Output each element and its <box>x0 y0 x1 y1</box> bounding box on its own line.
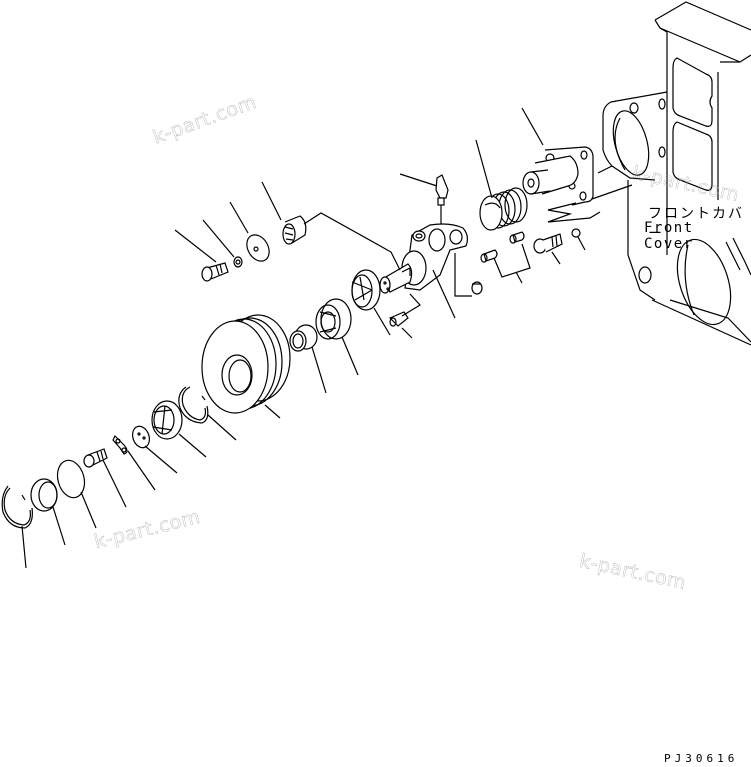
spring <box>475 139 528 231</box>
component-label-en: Front Cover <box>644 220 694 252</box>
grease-nipple <box>388 293 421 339</box>
snap-ring-inner <box>178 386 237 441</box>
lock-washer <box>571 228 586 251</box>
spacer-collar <box>289 324 327 394</box>
o-ring <box>56 459 97 529</box>
seal-cap <box>30 478 66 546</box>
oil-seal <box>351 269 391 336</box>
lock-plate <box>112 434 156 491</box>
front-cover <box>597 1 751 346</box>
elbow-fitting <box>399 173 449 226</box>
bearing-inner <box>315 298 359 376</box>
plug <box>471 281 483 295</box>
end-plate <box>229 201 270 262</box>
bolt-small <box>83 448 127 508</box>
component-label-jp: フロントカバー <box>648 206 744 242</box>
snap-ring-outer <box>1 485 33 569</box>
mounting-bolt <box>533 233 563 265</box>
bolt <box>174 229 229 282</box>
needle-bearing <box>261 181 401 271</box>
washer <box>202 219 243 268</box>
drawing-code: PJ30616 <box>664 752 739 765</box>
dowel-pins <box>480 231 531 284</box>
pulley <box>201 314 291 419</box>
washer-plate <box>131 425 178 474</box>
bearing-outer <box>151 400 207 458</box>
shaft-housing <box>379 223 472 319</box>
bracket-flange <box>521 107 594 206</box>
